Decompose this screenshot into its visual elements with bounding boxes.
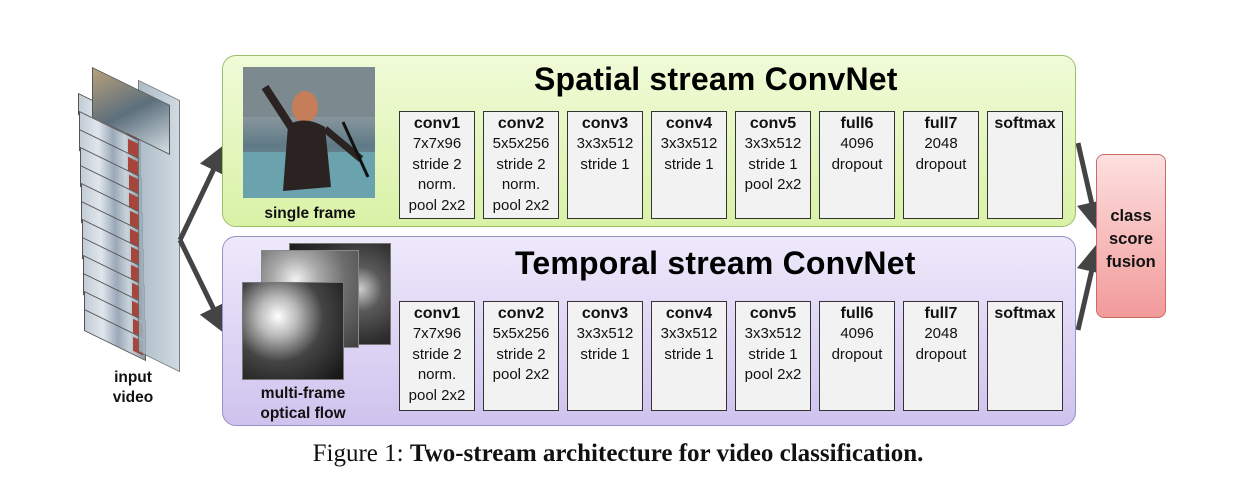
- layer-param: 3x3x512: [660, 325, 718, 342]
- layer-param: 3x3x512: [576, 135, 634, 152]
- layer-param: pool 2x2: [744, 176, 802, 193]
- layer-param: dropout: [831, 345, 883, 363]
- layer-param: stride 1: [580, 155, 630, 173]
- layer-param: stride 2: [496, 345, 546, 363]
- layer-param: stride 1: [664, 345, 714, 363]
- layer-param: 2048: [924, 325, 958, 342]
- fusion-label-line1: class: [1110, 207, 1152, 225]
- temporal-layer-conv5: conv5 3x3x512 stride 1 pool 2x2: [735, 301, 811, 411]
- layer-name: conv2: [497, 115, 545, 132]
- figure-caption-text: Two-stream architecture for video classi…: [409, 440, 924, 467]
- input-video-label: input video: [98, 368, 168, 408]
- layer-param: 7x7x96: [412, 135, 462, 152]
- layer-name: conv4: [665, 305, 713, 322]
- temporal-layer-conv3: conv3 3x3x512 stride 1: [567, 301, 643, 411]
- layer-param: 3x3x512: [576, 325, 634, 342]
- layer-name: full7: [924, 305, 958, 322]
- temporal-layer-full7: full7 2048 dropout: [903, 301, 979, 411]
- layer-param: 3x3x512: [744, 135, 802, 152]
- spatial-stream-title: Spatial stream ConvNet: [534, 61, 898, 97]
- input-label-line2: video: [112, 389, 154, 406]
- optical-flow-caption-line1: multi-frame: [260, 385, 346, 402]
- layer-param: stride 1: [748, 345, 798, 363]
- layer-param: 4096: [840, 135, 874, 152]
- single-frame-caption: single frame: [264, 205, 356, 222]
- layer-name: full7: [924, 115, 958, 132]
- layer-param: norm.: [501, 176, 541, 193]
- layer-param: norm.: [417, 176, 457, 193]
- arrow-to-spatial: [177, 142, 227, 242]
- arrow-spatial-to-fusion: [1075, 142, 1107, 232]
- input-label-line1: input: [114, 369, 152, 386]
- figure-caption-prefix: Figure 1:: [312, 440, 404, 467]
- layer-param: stride 1: [580, 345, 630, 363]
- layer-param: 5x5x256: [492, 325, 550, 342]
- spatial-layer-conv2: conv2 5x5x256 stride 2 norm. pool 2x2: [483, 111, 559, 219]
- spatial-layer-conv4: conv4 3x3x512 stride 1: [651, 111, 727, 219]
- optical-flow-image-front: [242, 282, 344, 380]
- layer-name: conv3: [581, 115, 629, 132]
- layer-name: conv2: [497, 305, 545, 322]
- layer-param: dropout: [915, 155, 967, 173]
- temporal-layer-full6: full6 4096 dropout: [819, 301, 895, 411]
- layer-name: conv4: [665, 115, 713, 132]
- fusion-label-line2: score: [1108, 230, 1154, 248]
- optical-flow-caption-line2: optical flow: [260, 405, 346, 422]
- layer-name: softmax: [994, 305, 1056, 322]
- layer-param: pool 2x2: [744, 366, 802, 383]
- layer-param: dropout: [831, 155, 883, 173]
- fusion-label-line3: fusion: [1106, 253, 1156, 271]
- layer-name: conv3: [581, 305, 629, 322]
- layer-param: 5x5x256: [492, 135, 550, 152]
- single-frame-image: [243, 67, 375, 198]
- layer-name: conv5: [749, 305, 797, 322]
- layer-param: pool 2x2: [492, 196, 550, 214]
- layer-param: 3x3x512: [744, 325, 802, 342]
- layer-param: stride 1: [748, 155, 798, 173]
- layer-name: softmax: [994, 115, 1056, 132]
- arrow-temporal-to-fusion: [1075, 242, 1107, 331]
- layer-param: stride 1: [664, 155, 714, 173]
- layer-param: dropout: [915, 345, 967, 363]
- temporal-layer-softmax: softmax: [987, 301, 1063, 411]
- optical-flow-caption: multi-frame optical flow: [236, 384, 370, 424]
- layer-name: full6: [840, 115, 874, 132]
- layer-param: 4096: [840, 325, 874, 342]
- layer-param: stride 2: [496, 155, 546, 173]
- spatial-layer-softmax: softmax: [987, 111, 1063, 219]
- layer-param: 2048: [924, 135, 958, 152]
- layer-param: pool 2x2: [492, 366, 550, 383]
- layer-param: stride 2: [412, 155, 462, 173]
- person-silhouette: [243, 67, 375, 198]
- layer-param: pool 2x2: [408, 386, 466, 404]
- spatial-layer-conv1: conv1 7x7x96 stride 2 norm. pool 2x2: [399, 111, 475, 219]
- temporal-layer-conv2: conv2 5x5x256 stride 2 pool 2x2: [483, 301, 559, 411]
- layer-name: full6: [840, 305, 874, 322]
- layer-param: 3x3x512: [660, 135, 718, 152]
- layer-param: 7x7x96: [412, 325, 462, 342]
- layer-name: conv1: [413, 115, 461, 132]
- temporal-stream-title: Temporal stream ConvNet: [515, 245, 916, 281]
- layer-name: conv5: [749, 115, 797, 132]
- fusion-label: class score fusion: [1096, 205, 1166, 274]
- temporal-layer-conv4: conv4 3x3x512 stride 1: [651, 301, 727, 411]
- spatial-layer-full6: full6 4096 dropout: [819, 111, 895, 219]
- layer-name: conv1: [413, 305, 461, 322]
- layer-param: pool 2x2: [408, 196, 466, 214]
- spatial-layer-conv5: conv5 3x3x512 stride 1 pool 2x2: [735, 111, 811, 219]
- arrow-to-temporal: [177, 238, 227, 335]
- class-score-fusion-box: [1096, 154, 1166, 318]
- spatial-layer-conv3: conv3 3x3x512 stride 1: [567, 111, 643, 219]
- layer-param: norm.: [417, 366, 457, 383]
- layer-param: stride 2: [412, 345, 462, 363]
- temporal-layer-conv1: conv1 7x7x96 stride 2 norm. pool 2x2: [399, 301, 475, 411]
- figure-caption: Figure 1: Two-stream architecture for vi…: [0, 440, 1236, 468]
- spatial-layer-full7: full7 2048 dropout: [903, 111, 979, 219]
